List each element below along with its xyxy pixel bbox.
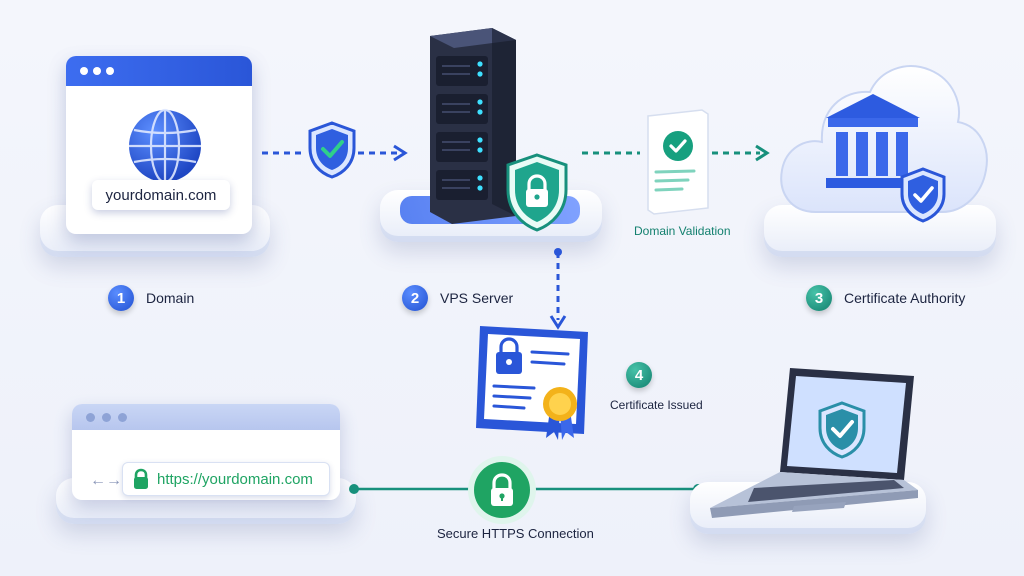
step-3-badge: 3 xyxy=(806,285,832,311)
server-icon xyxy=(430,28,516,224)
laptop-shield-check-icon xyxy=(818,401,866,459)
domain-window-titlebar xyxy=(66,56,252,86)
ribbon-icon xyxy=(543,387,577,440)
step-2-badge: 2 xyxy=(402,285,428,311)
shield-check-icon xyxy=(308,121,356,179)
domain-validation-label: Domain Validation xyxy=(634,224,731,238)
step-2-label: VPS Server xyxy=(440,290,514,306)
step-4-label: Certificate Issued xyxy=(610,398,703,412)
arrows-icon: ←→ xyxy=(90,472,122,489)
browser-titlebar xyxy=(72,404,340,430)
address-lock-icon xyxy=(134,468,148,489)
laptop-icon xyxy=(710,368,918,518)
lock-shield-icon xyxy=(506,153,568,232)
bank-icon xyxy=(826,94,920,188)
document-check-icon xyxy=(647,109,709,215)
address-url: https://yourdomain.com xyxy=(157,470,313,488)
step-1-badge: 1 xyxy=(108,285,134,311)
step-3-label: Certificate Authority xyxy=(844,290,966,306)
secure-lock-icon xyxy=(468,456,536,524)
ca-shield-check-icon xyxy=(900,167,946,223)
domain-url-label: yourdomain.com xyxy=(92,180,230,210)
address-bar[interactable]: https://yourdomain.com xyxy=(122,462,330,496)
step-4-badge: 4 xyxy=(626,362,652,388)
secure-connection-label: Secure HTTPS Connection xyxy=(437,526,594,541)
ca-platform xyxy=(764,205,996,257)
step-1-label: Domain xyxy=(146,290,195,306)
